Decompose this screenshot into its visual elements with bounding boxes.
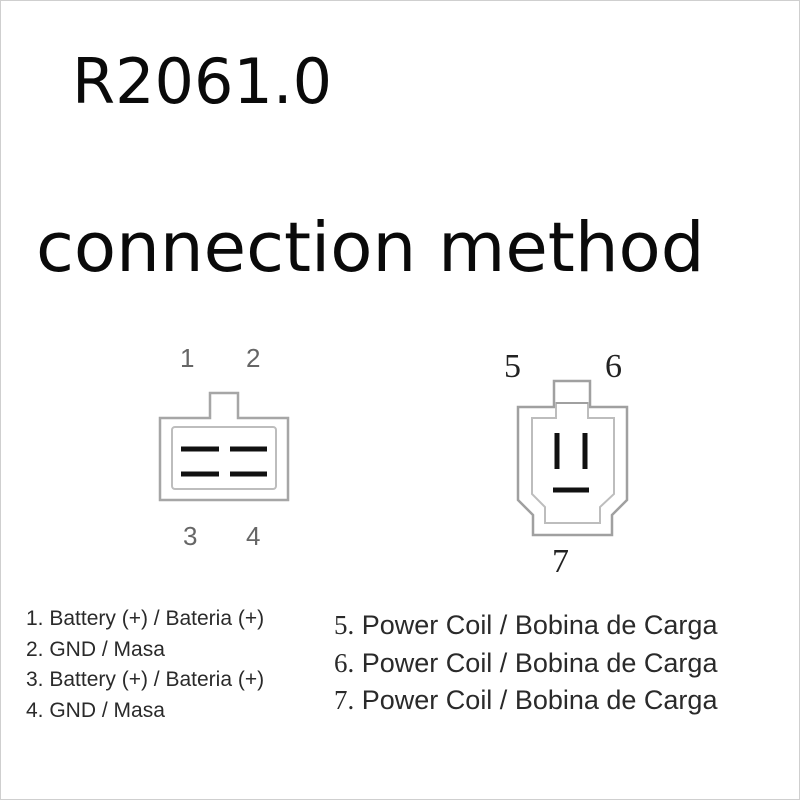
legend-3pin: 5. Power Coil / Bobina de Carga 6. Power…	[334, 607, 794, 720]
legend-4pin: 1. Battery (+) / Bateria (+) 2. GND / Ma…	[26, 604, 326, 726]
connector-3pin-housing	[516, 379, 629, 537]
legend-number: 7.	[334, 685, 355, 715]
pin-label-6: 6	[605, 348, 622, 385]
pin-label-2: 2	[246, 343, 260, 373]
pin-label-7: 7	[552, 543, 569, 580]
legend-text: Power Coil / Bobina de Carga	[361, 685, 718, 715]
legend-text: Power Coil / Bobina de Carga	[361, 647, 718, 678]
legend-item: 3. Battery (+) / Bateria (+)	[26, 668, 265, 691]
page-subtitle: connection method	[36, 208, 705, 288]
legend-item: 4. GND / Masa	[26, 698, 165, 722]
pin-label-5: 5	[504, 348, 521, 385]
legend-number: 6.	[334, 647, 355, 678]
connector-3pin-inner	[531, 402, 615, 524]
connector-3pin: 5 6 7	[504, 348, 629, 580]
connector-4pin-housing	[158, 391, 290, 502]
pin-label-4: 4	[246, 521, 260, 551]
legend-item: 7. Power Coil / Bobina de Carga	[334, 682, 794, 720]
connector-4pin-inner	[171, 426, 277, 490]
legend-item: 5. Power Coil / Bobina de Carga	[334, 607, 794, 645]
legend-item: 2. GND / Masa	[26, 637, 165, 661]
legend-item: 1. Battery (+) / Bateria (+)	[26, 607, 265, 630]
connector-4pin: 1 2 3 4	[158, 343, 290, 551]
legend-number: 5.	[334, 610, 355, 640]
pin-label-3: 3	[183, 521, 197, 551]
legend-text: Power Coil / Bobina de Carga	[361, 610, 718, 640]
page-title: R2061.0	[72, 45, 333, 118]
pin-label-1: 1	[180, 343, 194, 373]
legend-item: 6. Power Coil / Bobina de Carga	[334, 645, 794, 683]
